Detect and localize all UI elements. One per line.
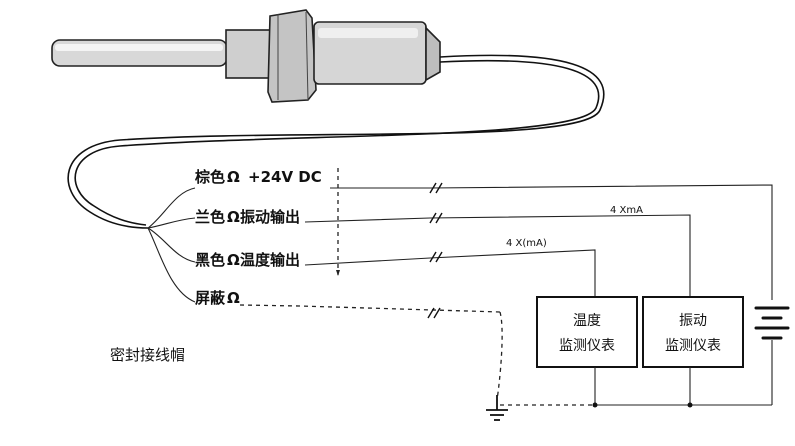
vibration-instrument xyxy=(642,296,744,368)
wire-terminal-brown: Ω xyxy=(227,168,240,186)
wire-terminal-blue: Ω xyxy=(227,208,240,226)
shield-ground-wire xyxy=(496,311,503,401)
wire-note-black: 温度输出 xyxy=(240,251,300,269)
temperature-instrument-line1: 温度 xyxy=(573,313,601,329)
wire-terminal-black: Ω xyxy=(227,251,240,269)
vibration-instrument-line1: 振动 xyxy=(679,313,707,329)
wire-label-black: 黑色 xyxy=(195,251,225,269)
sensor-probe-icon xyxy=(51,9,441,103)
wire-label-shield: 屏蔽 xyxy=(195,289,226,307)
wire-note-blue: 振动输出 xyxy=(240,208,300,226)
sealed-connector-label: 密封接线帽 xyxy=(110,346,185,364)
wire-terminal-shield: Ω xyxy=(227,289,240,307)
ground-icon xyxy=(486,395,508,421)
temperature-instrument xyxy=(536,296,638,368)
temperature-wire xyxy=(304,249,596,297)
temperature-instrument-line2: 监测仪表 xyxy=(559,338,615,354)
shield-wire xyxy=(239,304,501,313)
wire-label-blue: 兰色 xyxy=(195,208,225,226)
battery-icon xyxy=(754,306,790,340)
wire-note-brown: +24V DC xyxy=(248,168,322,186)
supply-wire xyxy=(330,184,773,300)
wire-break-icon xyxy=(427,182,443,319)
wire-label-brown: 棕色 xyxy=(195,168,225,186)
vibration-wire xyxy=(304,214,691,297)
boundary-marker xyxy=(336,270,340,276)
vibration-current-label: 4 XmA xyxy=(610,205,643,216)
vibration-instrument-line2: 监测仪表 xyxy=(665,338,721,354)
temperature-current-label: 4 X(mA) xyxy=(506,238,547,249)
